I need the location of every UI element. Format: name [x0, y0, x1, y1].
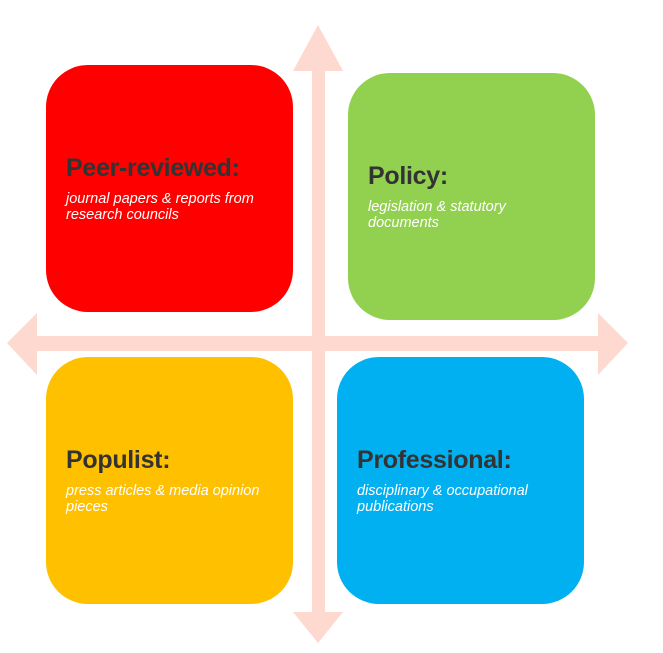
quadrant-description: legislation & statutory documents [368, 199, 506, 231]
quadrant-description: press articles & media opinion pieces [66, 483, 260, 515]
right-arrow-head [598, 313, 628, 375]
up-arrow-head [293, 25, 343, 71]
quadrant-description: disciplinary & occupational publications [357, 483, 528, 515]
down-arrow-head [293, 612, 343, 643]
quadrant-title: Professional: [357, 446, 512, 474]
quadrant-description: journal papers & reports from research c… [66, 191, 254, 223]
quadrant-professional: Professional: disciplinary & occupationa… [337, 357, 584, 604]
quadrant-title: Peer-reviewed: [66, 154, 240, 182]
quadrant-title: Policy: [368, 162, 448, 190]
quadrant-policy: Policy: legislation & statutory document… [348, 73, 595, 320]
quadrant-peer-reviewed: Peer-reviewed: journal papers & reports … [46, 65, 293, 312]
horizontal-axis-shaft [34, 336, 602, 351]
left-arrow-head [7, 313, 37, 375]
quadrant-title: Populist: [66, 446, 171, 474]
quadrant-populist: Populist: press articles & media opinion… [46, 357, 293, 604]
